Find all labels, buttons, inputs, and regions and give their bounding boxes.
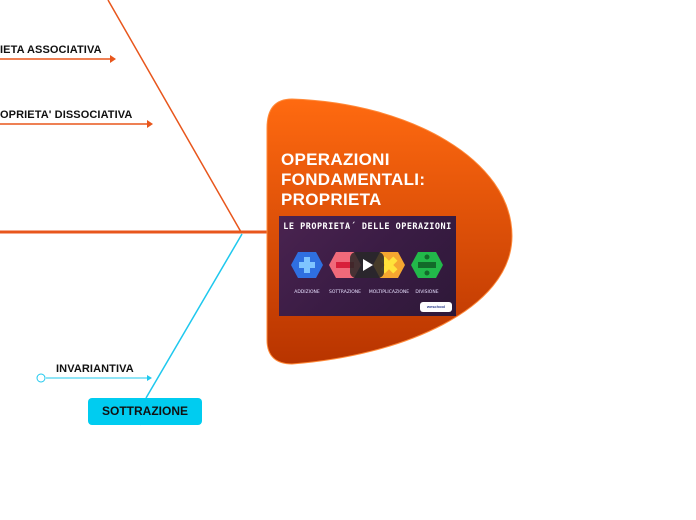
op-label-addizione: ADDIZIONE [294, 290, 320, 295]
collapse-toggle-invariantiva[interactable] [36, 373, 46, 383]
op-label-divisione: DIVISIONE [415, 290, 439, 295]
arrow-invariantiva [147, 375, 152, 381]
branch-label-invariantiva[interactable]: INVARIANTIVA [56, 363, 134, 375]
arrow-associativa [110, 55, 116, 63]
branch-line-sottrazione [145, 233, 243, 399]
op-label-sottrazione: SOTTRAZIONE [328, 290, 361, 295]
video-title: LE PROPRIETA´ DELLE OPERAZIONI [283, 222, 452, 232]
central-topic-title[interactable]: OPERAZIONI FONDAMENTALI: PROPRIETA [281, 150, 426, 209]
branch-label-associativa[interactable]: IETA ASSOCIATIVA [0, 44, 102, 56]
subtopic-sottrazione[interactable]: SOTTRAZIONE [88, 398, 202, 425]
video-thumbnail[interactable]: LE PROPRIETA´ DELLE OPERAZIONI ADDIZIONE… [279, 216, 456, 316]
play-icon[interactable] [350, 252, 384, 278]
branch-line-top [107, 0, 242, 233]
arrow-dissociativa [147, 120, 153, 128]
plus-icon [291, 252, 323, 278]
op-label-moltiplicazione: MOLTIPLICAZIONE [368, 290, 410, 295]
divide-icon [411, 252, 443, 278]
branch-label-dissociativa[interactable]: OPRIETA' DISSOCIATIVA [0, 109, 133, 121]
brand-badge: weschool [420, 302, 452, 312]
